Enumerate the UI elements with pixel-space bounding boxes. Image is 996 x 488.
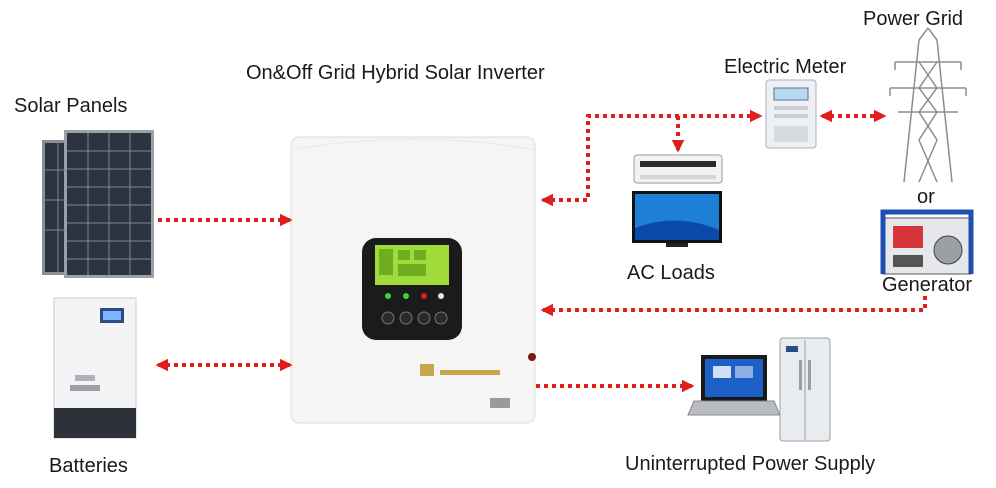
electric-meter-icon xyxy=(765,79,817,149)
power-tower-icon xyxy=(889,27,967,183)
laptop-icon xyxy=(687,355,781,416)
or-label: or xyxy=(917,186,935,208)
solar-panels-label: Solar Panels xyxy=(14,95,128,117)
tv-icon xyxy=(632,191,722,247)
inverter-title: On&Off Grid Hybrid Solar Inverter xyxy=(246,62,545,84)
ups-label: Uninterrupted Power Supply xyxy=(625,453,876,475)
generator-label: Generator xyxy=(882,274,973,296)
hybrid-inverter-icon xyxy=(290,136,536,424)
electric-meter-label: Electric Meter xyxy=(724,56,847,78)
ac-loads-label: AC Loads xyxy=(627,262,715,284)
power-grid-label: Power Grid xyxy=(863,8,964,30)
battery-cabinet-icon xyxy=(53,297,137,439)
air-conditioner-icon xyxy=(633,154,723,184)
generator-to-inverter-arrow xyxy=(540,296,927,317)
generator-icon xyxy=(880,209,974,275)
solar-panel-icon xyxy=(42,130,154,278)
batteries-label: Batteries xyxy=(49,455,128,477)
refrigerator-icon xyxy=(779,337,831,442)
inverter-display xyxy=(362,238,462,340)
